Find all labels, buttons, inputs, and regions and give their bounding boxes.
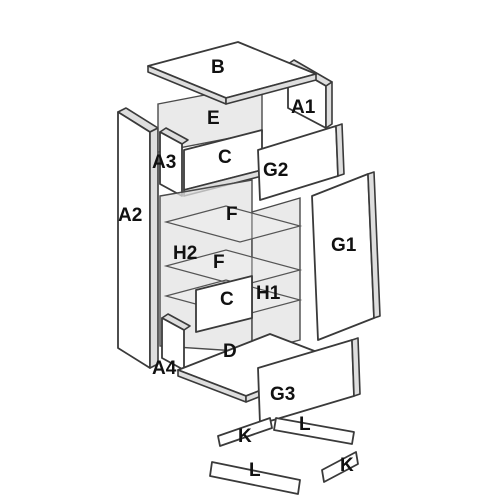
lower-front-panel (257, 337, 361, 425)
label-left-side-panel: A2 (118, 205, 142, 226)
label-lower-shelf: C (220, 289, 234, 310)
leg-upper-left (217, 417, 273, 447)
lower-shelf (163, 275, 303, 333)
left-lower-small-panel (161, 313, 191, 371)
label-leg-upper-right: L (299, 414, 311, 435)
label-upper-shelf: C (218, 147, 232, 168)
leg-lower-left (209, 461, 301, 495)
leg-lower-right (321, 451, 359, 483)
label-bottom-panel: D (223, 341, 237, 362)
label-back-upper: E (207, 108, 220, 129)
leg-upper-right (273, 417, 355, 445)
drawer-front (257, 123, 345, 201)
left-side-panel (117, 107, 159, 369)
label-drawer-front: G2 (263, 160, 288, 181)
label-glass-back-left: H2 (173, 243, 197, 264)
glass-shelf-upper (163, 205, 303, 243)
label-lower-front: G3 (270, 384, 295, 405)
label-leg-lower-right: K (340, 455, 354, 476)
door-panel (311, 171, 381, 341)
label-door-panel: G1 (331, 235, 357, 256)
top-panel (147, 41, 317, 105)
glass-shelf-lower (163, 249, 303, 287)
label-right-side-upper: A1 (291, 97, 316, 118)
label-top-panel: B (211, 57, 225, 78)
label-leg-upper-left: K (238, 426, 252, 447)
label-glass-shelf-upper: F (226, 204, 238, 225)
label-left-lower-part: A4 (152, 358, 177, 379)
label-left-upper-part: A3 (152, 152, 176, 173)
label-glass-back-right: H1 (256, 283, 281, 304)
label-glass-shelf-lower: F (213, 252, 225, 273)
label-leg-lower-left: L (249, 460, 261, 481)
